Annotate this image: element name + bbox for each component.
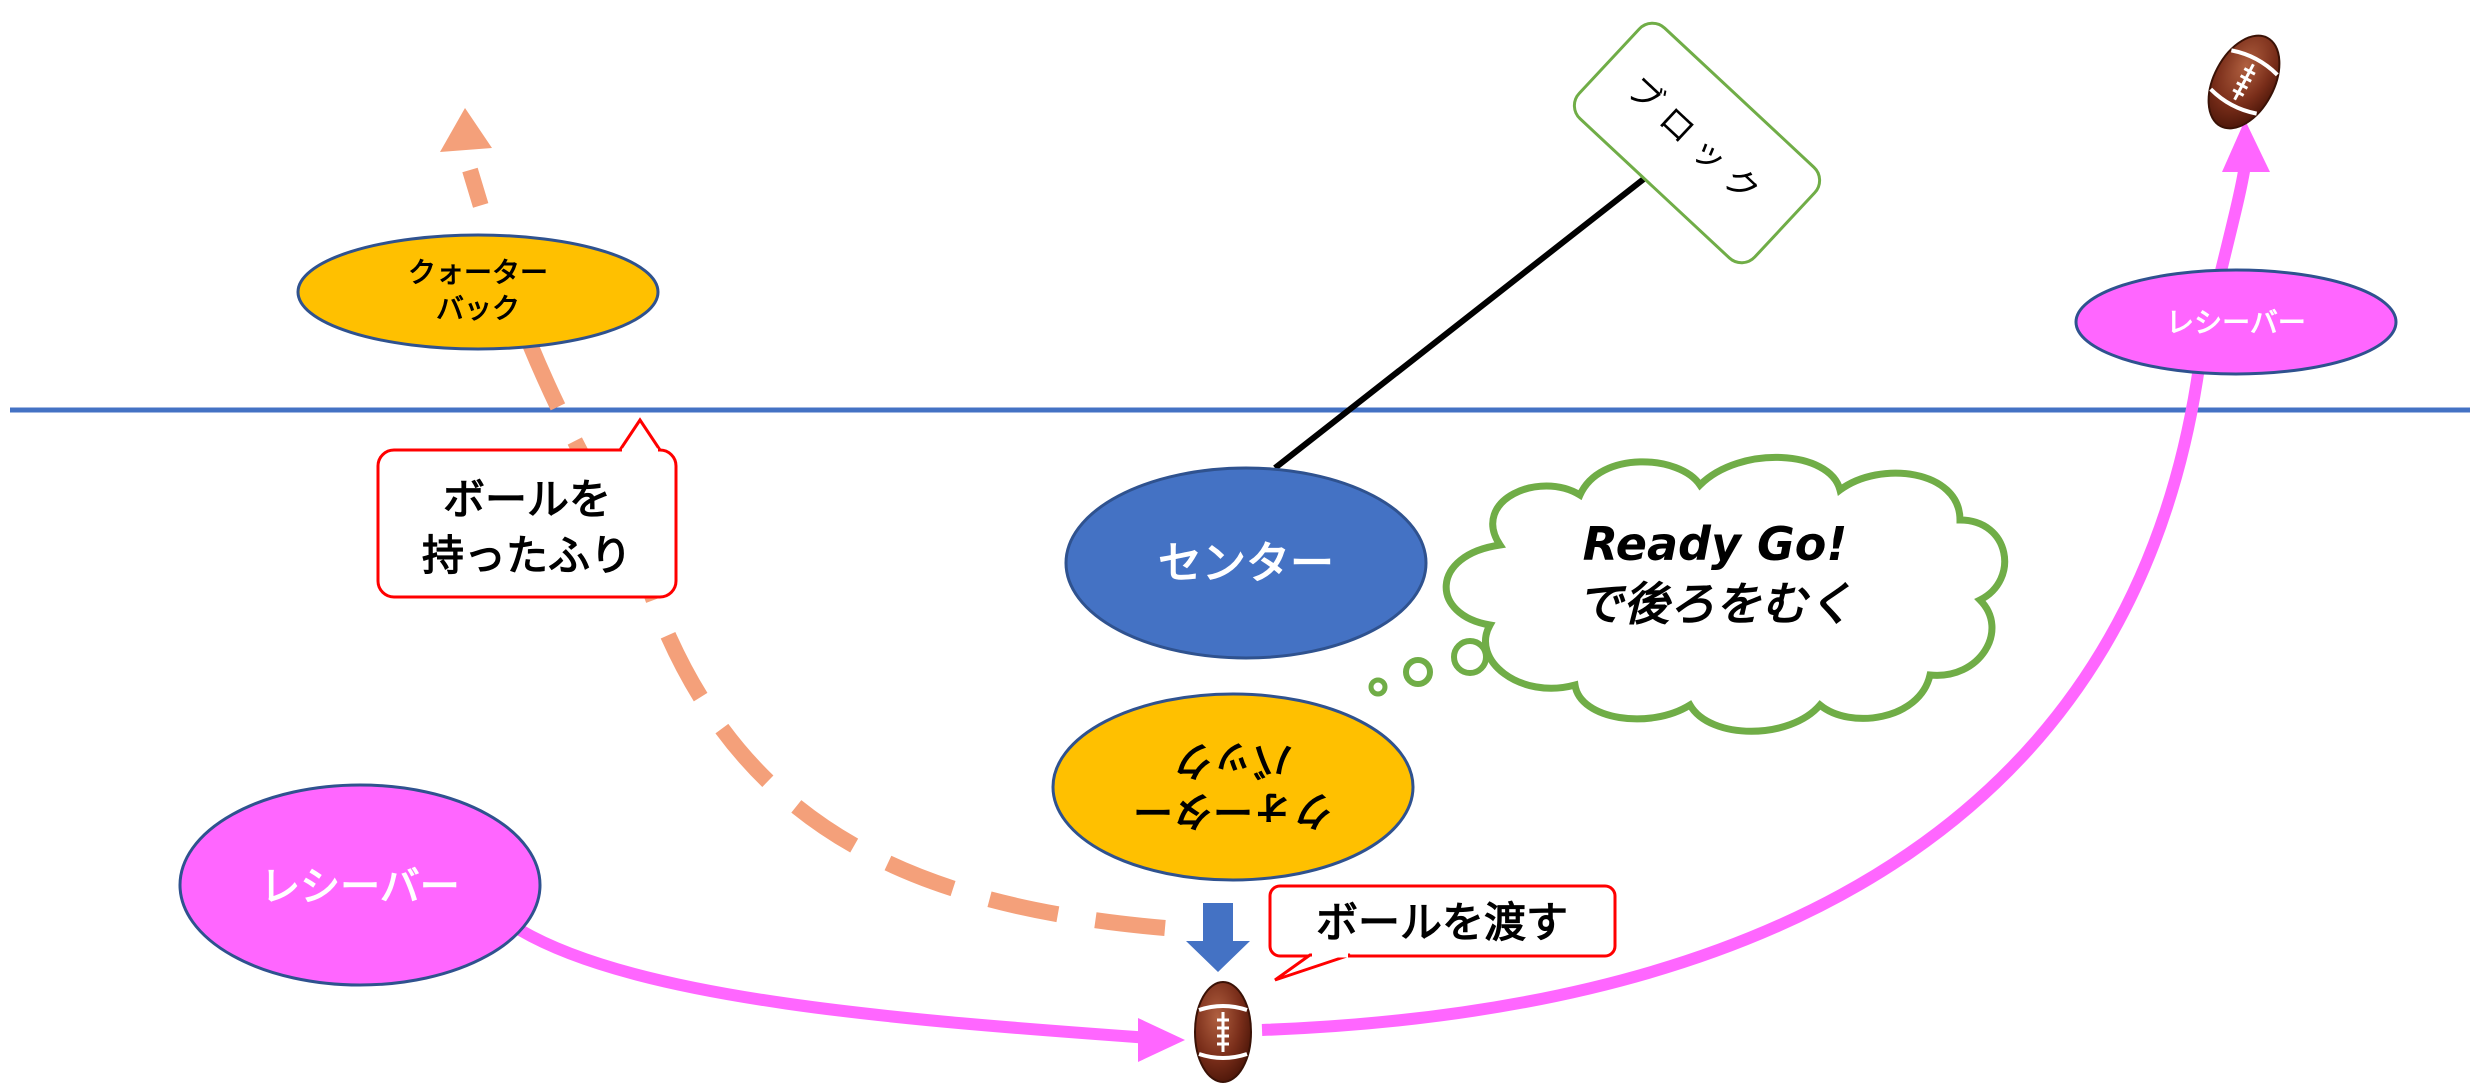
receiver-top-right-ellipse (2074, 268, 2398, 376)
football-icon (2207, 34, 2281, 130)
receiver-bottom-left-ellipse (178, 783, 542, 987)
handoff-callout-tail (1274, 953, 1351, 982)
quarterback-bottom: クォーター バック (1051, 692, 1415, 882)
thought-line1: Ready Go! (1583, 517, 1848, 571)
quarterback-route-arrowhead (440, 108, 492, 152)
block-sign: ブロック (1572, 21, 1822, 265)
football-icon (1194, 981, 1252, 1083)
center-player: センター (1064, 466, 1428, 660)
quarterback-top-ellipse (296, 233, 660, 351)
thought-dot-medium (1403, 657, 1433, 687)
fake-callout-box (376, 448, 678, 599)
quarterback-top: クォーター バック (296, 233, 660, 351)
thought-cloud-shape (1442, 454, 2009, 735)
handoff-callout: ボールを渡す (1268, 884, 1617, 982)
handoff-callout-box (1268, 884, 1617, 958)
quarterback-bottom-label-line1: クォーター (1133, 787, 1333, 833)
fake-callout: ボールを 持ったふり (376, 417, 678, 599)
center-ellipse (1064, 466, 1428, 660)
receiver-bottom-left: レシーバー (178, 783, 542, 987)
quarterback-top-label-line2: バック (436, 292, 520, 325)
thought-dot-small (1368, 677, 1388, 697)
quarterback-bottom-ellipse (1051, 692, 1415, 882)
center-label: センター (1158, 538, 1334, 589)
receiver-top-right: レシーバー (2074, 268, 2398, 376)
receiver-top-right-label: レシーバー (2166, 306, 2306, 339)
receiver-route-to-ball (516, 924, 1151, 1044)
receiver-deep-route-arrowhead (2222, 120, 2270, 172)
receiver-route-arrowhead (1138, 1018, 1185, 1062)
receiver-deep-route (1261, 164, 2251, 1036)
fake-callout-line1: ボールを (443, 475, 611, 524)
quarterback-bottom-label-line2: バック (1173, 737, 1293, 783)
thought-dot-large (1451, 638, 1489, 676)
block-connector (1273, 175, 1647, 471)
thought-line2: で後ろをむく (1577, 577, 1853, 631)
receiver-bottom-left-label: レシーバー (260, 864, 460, 910)
quarterback-top-label-line1: クォーター (408, 256, 548, 289)
handoff-callout-text: ボールを渡す (1316, 898, 1568, 947)
fake-callout-line2: 持ったふり (422, 531, 632, 580)
handoff-arrow (1186, 903, 1250, 972)
thought-bubble: Ready Go! で後ろをむく (1368, 454, 2009, 735)
fake-callout-tail (617, 417, 663, 452)
